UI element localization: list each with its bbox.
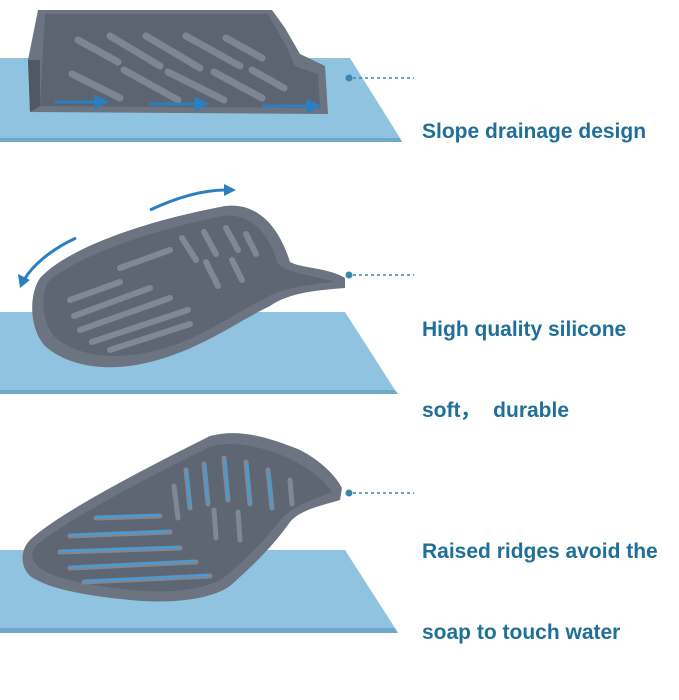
caption-line: Raised ridges avoid the: [422, 540, 658, 563]
caption-line: Slope drainage design: [422, 120, 647, 143]
flow-arrow-icon: [55, 94, 322, 114]
rotation-arrow-icon: [18, 184, 236, 288]
ridges-tray-illustration: [0, 433, 414, 633]
slope-tray-illustration: [0, 10, 414, 142]
feature-panel-ridges: Raised ridges avoid the soap to touch wa…: [0, 400, 679, 644]
caption-line: High quality silicone: [422, 318, 627, 341]
tray-ridges: [68, 32, 288, 104]
feature-panel-silicone: High quality silicone soft， durable: [0, 150, 679, 422]
feature-panel-slope: Slope drainage design: [0, 0, 679, 150]
caption-line: soft， durable: [422, 399, 570, 422]
feature-caption-ridges: Raised ridges avoid the soap to touch wa…: [422, 484, 658, 700]
leader-line: [345, 74, 414, 82]
feature-caption-silicone: High quality silicone soft， durable: [422, 262, 626, 478]
caption-line: soap to touch water: [422, 621, 621, 644]
leader-line: [345, 271, 414, 279]
feature-caption-slope: Slope drainage design: [422, 64, 646, 199]
leader-line: [345, 489, 414, 497]
tray-ridges: [57, 455, 295, 585]
tray-ridges: [67, 225, 259, 353]
silicone-tray-illustration: [0, 184, 414, 394]
